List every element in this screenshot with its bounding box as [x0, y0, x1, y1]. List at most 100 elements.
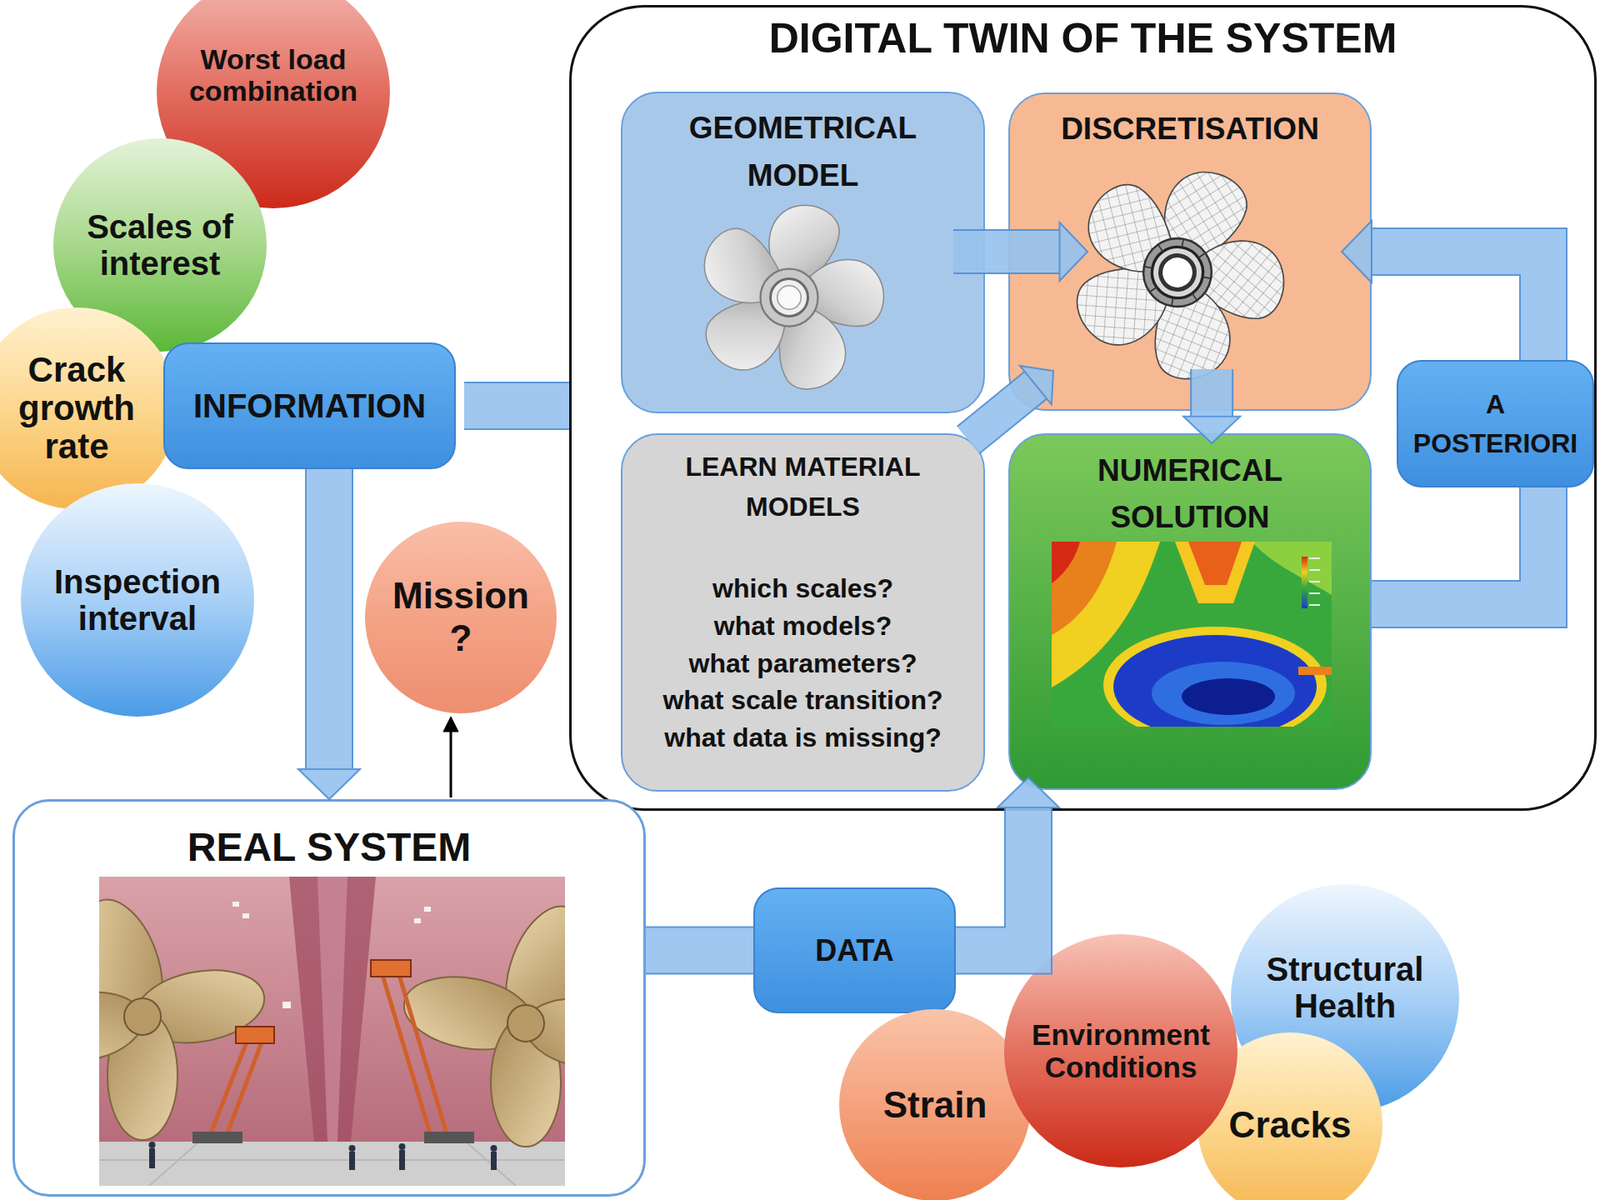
flow-arrow — [298, 469, 360, 800]
text-line: what models? — [662, 607, 943, 645]
worker — [349, 1145, 356, 1152]
node-label: Crack growth rate — [10, 350, 144, 467]
hull-light — [282, 1001, 291, 1009]
text-line: which scales? — [662, 570, 943, 608]
contour-funnel — [1188, 541, 1242, 585]
text-line: what scale transition? — [662, 681, 943, 720]
meshed-hub — [1138, 233, 1218, 313]
process-box: NUMERICAL SOLUTION — [1008, 433, 1372, 790]
lift-basket — [370, 960, 411, 977]
propeller-blades — [690, 195, 885, 396]
worker — [399, 1150, 405, 1170]
work-lifts — [192, 960, 475, 1144]
worker — [349, 1151, 355, 1170]
flow-arrow — [953, 222, 1088, 281]
topic-circle: Environment Conditions — [1003, 933, 1239, 1169]
arrow-band — [1371, 487, 1544, 605]
hull-keel-light — [317, 876, 348, 1142]
ship-dock-photo — [99, 876, 565, 1186]
node-label: REAL SYSTEM — [187, 824, 472, 870]
contour-colour-bar — [1301, 556, 1308, 609]
contour-hole — [1181, 678, 1275, 715]
node-label: Strain — [883, 1085, 988, 1125]
arrow-band-edge — [1190, 369, 1234, 418]
propeller-hub — [770, 279, 809, 317]
node-label: Structural Health — [1261, 950, 1429, 1025]
arrow-head — [1341, 220, 1372, 283]
hull-light — [242, 913, 250, 919]
arrow-band-edge — [305, 469, 354, 770]
arrow-band — [1370, 251, 1544, 360]
arrow-head — [443, 716, 459, 732]
node-label: LEARN MATERIAL MODELS — [665, 446, 941, 527]
meshed-blades — [1047, 140, 1303, 402]
process-box: DISCRETISATION — [1008, 92, 1372, 411]
contour-ring — [1103, 626, 1327, 727]
node-label: DATA — [815, 933, 895, 968]
colour-bar-ticks — [1309, 558, 1320, 605]
contour-band — [1051, 541, 1080, 584]
arrow-head — [298, 769, 360, 800]
lift-basket — [235, 1026, 275, 1044]
node-label: Inspection interval — [48, 563, 228, 637]
arrow-band-edge — [968, 385, 1037, 440]
circle-fill — [0, 307, 178, 510]
arrow-head — [1060, 222, 1088, 281]
hull-light — [414, 918, 421, 924]
process-box: DATA — [753, 887, 956, 1014]
workers — [149, 1141, 498, 1170]
meshed-hub — [1148, 243, 1208, 303]
arrow-band-edge — [953, 229, 1061, 275]
node-label: INFORMATION — [193, 386, 426, 425]
meshed-bore — [1157, 252, 1197, 292]
lift-boom — [207, 1040, 263, 1142]
node-body-text: which scales? what models? what paramete… — [662, 570, 943, 757]
stress-contour-plot — [1051, 541, 1332, 727]
circle-fill — [365, 521, 557, 714]
node-label: NUMERICAL SOLUTION — [1065, 447, 1315, 540]
arrow-head — [997, 777, 1060, 808]
topic-circle: Strain — [838, 1008, 1032, 1200]
arrow-band-edge — [645, 926, 754, 975]
topic-circle: Mission ? — [364, 520, 558, 715]
pointer-arrow — [443, 716, 459, 798]
arrow-band-edge — [1371, 487, 1544, 605]
arrow-line — [450, 730, 453, 798]
process-box: A POSTERIORI — [1396, 360, 1595, 488]
contour-ring — [1151, 661, 1295, 725]
text-line: what data is missing? — [662, 719, 943, 757]
propeller-hub — [507, 1005, 545, 1042]
flow-arrow — [464, 405, 570, 407]
worker — [490, 1145, 498, 1152]
flow-arrow — [1183, 369, 1240, 444]
lift-boom — [382, 975, 450, 1142]
propeller-hub — [124, 998, 161, 1035]
process-box: LEARN MATERIAL MODELS which scales? what … — [620, 433, 985, 792]
node-label: A POSTERIORI — [1406, 385, 1585, 463]
node-label: Worst load combination — [175, 43, 372, 107]
node-label: DISCRETISATION — [1060, 110, 1320, 148]
arrow-band — [306, 469, 352, 770]
node-label: Environment Conditions — [1025, 1018, 1217, 1084]
arrow-band — [968, 385, 1037, 440]
lift-base — [424, 1131, 475, 1144]
hull-lights — [232, 901, 431, 1009]
text-line: what parameters? — [662, 645, 943, 683]
left-propeller — [99, 889, 270, 1140]
arrow-band-edge — [1370, 251, 1544, 360]
circle-fill — [1004, 934, 1238, 1168]
node-label: GEOMETRICAL MODEL — [678, 104, 929, 200]
dock-floor — [99, 1141, 565, 1186]
worker — [149, 1141, 156, 1149]
hull-light — [424, 906, 431, 912]
contour-strip — [1298, 666, 1332, 675]
hull-keel — [289, 876, 376, 1142]
worker — [490, 1151, 497, 1170]
arrow-band-edge — [464, 381, 570, 430]
arrow-band — [464, 383, 570, 429]
arrow-band — [953, 230, 1061, 273]
system-frame: DIGITAL TWIN OF THE SYSTEM GEOMETRICAL M… — [569, 5, 1597, 811]
worker — [149, 1148, 155, 1169]
node-label: DIGITAL TWIN OF THE SYSTEM — [769, 15, 1398, 62]
flow-arrow — [1341, 220, 1544, 360]
